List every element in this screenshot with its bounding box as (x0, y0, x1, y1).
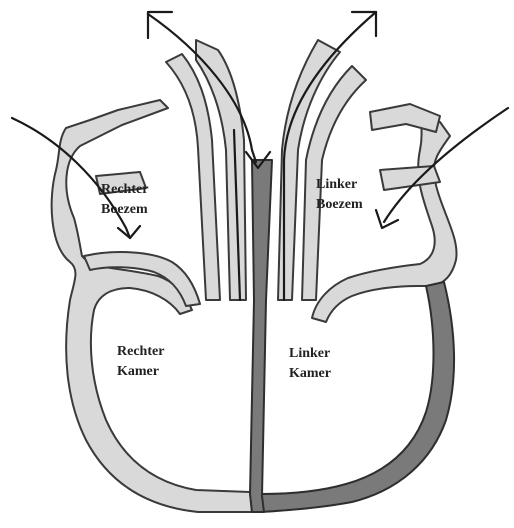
label-right-ventricle-line1: Rechter (117, 342, 164, 362)
flow-arrow-right-atrium-head (118, 226, 140, 238)
label-left-atrium-line1: Linker (316, 175, 363, 195)
label-right-ventricle: Rechter Kamer (117, 342, 164, 382)
right-heart-wall (52, 100, 252, 512)
label-right-atrium: Rechter Boezem (101, 180, 148, 220)
label-left-ventricle: Linker Kamer (289, 344, 331, 384)
label-right-atrium-line1: Rechter (101, 180, 148, 200)
septum (250, 160, 272, 512)
left-ventricle-wall (262, 282, 454, 512)
label-right-ventricle-line2: Kamer (117, 362, 164, 382)
label-left-ventricle-line2: Kamer (289, 364, 331, 384)
label-right-atrium-line2: Boezem (101, 200, 148, 220)
pulmonary-vein-upper (370, 104, 440, 132)
label-left-atrium: Linker Boezem (316, 175, 363, 215)
label-left-atrium-line2: Boezem (316, 195, 363, 215)
label-left-ventricle-line1: Linker (289, 344, 331, 364)
